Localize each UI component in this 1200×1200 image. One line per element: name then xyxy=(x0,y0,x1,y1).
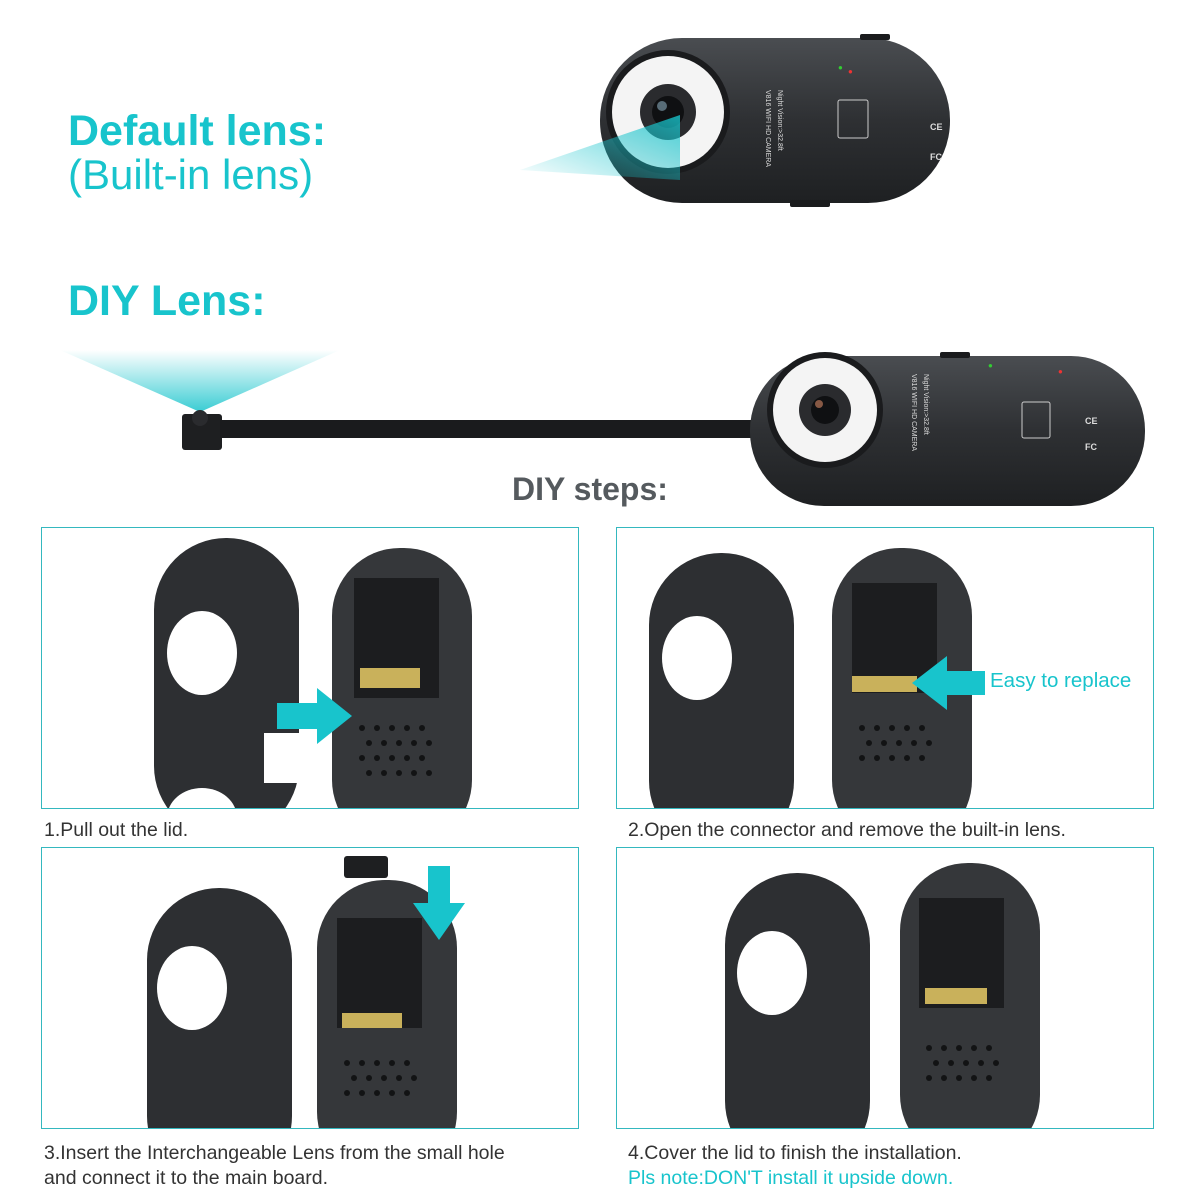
svg-text:CE: CE xyxy=(1085,416,1098,426)
step1-image xyxy=(154,538,472,808)
step2-image xyxy=(649,548,985,808)
step3-panel xyxy=(41,847,579,1129)
arrow-left-icon xyxy=(912,656,985,710)
svg-text:Night Vision:>32.8ft: Night Vision:>32.8ft xyxy=(776,90,783,151)
fc-mark: FC xyxy=(930,152,942,162)
step3-caption-line2: and connect it to the main board. xyxy=(44,1167,329,1189)
step1-panel xyxy=(41,527,579,809)
diy-camera-image: V816 WIFI HD CAMERA Night Vision:>32.8ft… xyxy=(60,350,1145,506)
step1-caption: 1.Pull out the lid. xyxy=(44,819,189,841)
diy-lens-heading: DIY Lens: xyxy=(68,277,266,325)
step3-caption-line1: 3.Insert the Interchangeable Lens from t… xyxy=(44,1142,505,1164)
step3-image xyxy=(147,856,465,1128)
svg-text:●: ● xyxy=(838,63,843,72)
step4-caption-line1: 4.Cover the lid to finish the installati… xyxy=(628,1142,962,1164)
step2-panel xyxy=(616,527,1154,809)
svg-text:FC: FC xyxy=(1085,442,1097,452)
easy-to-replace-callout: Easy to replace xyxy=(990,669,1132,692)
step2-caption: 2.Open the connector and remove the buil… xyxy=(628,819,1066,841)
svg-text:Night Vision:>32.8ft: Night Vision:>32.8ft xyxy=(922,374,929,435)
step4-caption-note: Pls note:DON'T install it upside down. xyxy=(628,1167,954,1189)
svg-text:●: ● xyxy=(988,361,993,370)
ce-mark: CE xyxy=(930,122,943,132)
step4-image xyxy=(725,863,1040,1128)
default-lens-subheading: (Built-in lens) xyxy=(68,151,314,198)
svg-text:●: ● xyxy=(1058,367,1063,376)
arrow-down-icon xyxy=(413,866,465,940)
arrow-right-icon xyxy=(277,688,352,744)
default-lens-heading: Default lens: xyxy=(68,107,327,155)
step4-panel xyxy=(616,847,1154,1129)
camera-spec-label: V816 WIFI HD CAMERA Night Vision:>32.8ft xyxy=(764,90,783,167)
svg-text:V816 WIFI HD CAMERA: V816 WIFI HD CAMERA xyxy=(910,374,917,451)
diy-steps-heading: DIY steps: xyxy=(512,471,668,507)
svg-text:V816 WIFI HD CAMERA: V816 WIFI HD CAMERA xyxy=(764,90,771,167)
default-camera-image: V816 WIFI HD CAMERA Night Vision:>32.8ft… xyxy=(520,34,950,207)
svg-text:●: ● xyxy=(848,67,853,76)
